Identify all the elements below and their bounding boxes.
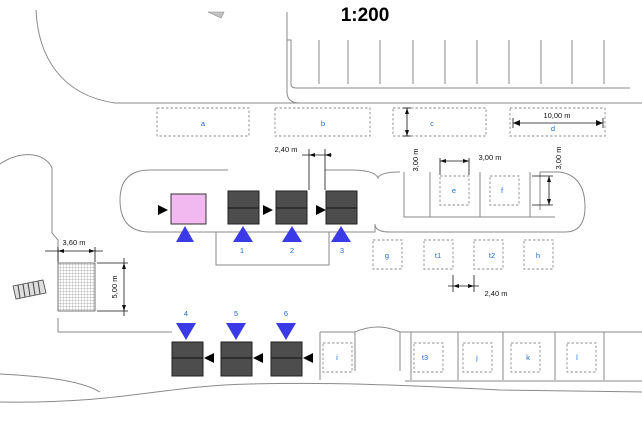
zone-t2: t2 [473,239,504,270]
blue-arrow-icon [176,226,194,242]
zone-a: a [156,107,250,137]
dim-c-height: 3,00 m [403,107,420,172]
dim-ef-width: 3,00 m [439,153,502,175]
dim-gap-bottom-text: 2,40 m [485,289,508,298]
zone-h-label: h [536,251,540,260]
dim-entry-length: 5,00 m [97,258,128,316]
zone-h: h [523,239,554,270]
dim-top-width-text: 10,00 m [543,111,570,120]
zone-k-label: k [526,353,530,362]
zone-a-label: a [201,119,206,128]
middle-parking-bays [429,172,541,217]
zone-d: d [509,107,606,137]
zone-t1: t1 [423,239,454,270]
dim-gap-bottom: 2,40 m [448,275,507,298]
zone-b: b [274,107,371,137]
zone-l-label: l [576,353,578,362]
zone-f: f [489,175,520,206]
zone-g: g [372,239,403,270]
station-6: 6 [270,309,313,377]
zone-k: k [510,342,541,373]
dim-gap-top: 2,40 m [275,145,332,190]
station-1: 1 [227,190,273,255]
zone-l: l [566,342,597,373]
station-highlighted [158,193,207,242]
dim-f-height-text: 3,00 m [554,147,563,170]
zone-j-label: j [475,353,478,362]
zone-c: c [392,107,487,137]
zone-f-label: f [501,186,504,195]
dim-gap-top-text: 2,40 m [275,145,298,154]
zone-i-label: i [336,353,338,362]
road-outlines [0,9,642,403]
blue-arrow-icon [282,226,302,242]
dim-top-width: 10,00 m [512,111,604,128]
blue-arrow-icon [276,323,296,340]
station-3-label: 3 [340,246,344,255]
blue-arrow-icon [233,226,253,242]
station-4-label: 4 [184,309,188,318]
station-1-label: 1 [240,246,244,255]
zone-e: e [439,175,470,206]
entry-grid-area [57,262,96,312]
top-parking-bays [318,40,605,84]
scale-title: 1:200 [341,5,390,26]
station-3: 3 [325,190,358,255]
zone-d-label: d [551,124,555,133]
zone-e-label: e [452,186,456,195]
zone-t2-label: t2 [489,251,495,260]
zone-b-label: b [321,119,325,128]
zone-c-label: c [430,119,434,128]
barrier-icon [12,279,47,300]
zone-t3: t3 [413,342,444,373]
blue-arrow-icon [331,226,351,242]
dim-entry-width: 3,60 m [45,238,103,262]
zone-i: i [322,342,353,373]
blue-arrow-icon [176,323,196,340]
lower-parking-bays [319,332,605,380]
station-2-label: 2 [290,246,294,255]
station-5-label: 5 [234,309,238,318]
zone-j: j [462,342,493,373]
blue-arrow-icon [226,323,246,340]
zone-t1-label: t1 [435,251,441,260]
zone-t3-label: t3 [422,353,428,362]
dim-f-height: 3,00 m [532,147,563,206]
dim-c-height-text: 3,00 m [411,149,420,172]
station-5: 5 [220,309,263,377]
dim-ef-width-text: 3,00 m [479,153,502,162]
station-2: 2 [275,190,326,255]
dim-entry-length-text: 5,00 m [110,276,119,299]
station-4: 4 [171,309,214,377]
zone-g-label: g [385,251,389,260]
dim-entry-width-text: 3,60 m [63,238,86,247]
station-6-label: 6 [284,309,288,318]
